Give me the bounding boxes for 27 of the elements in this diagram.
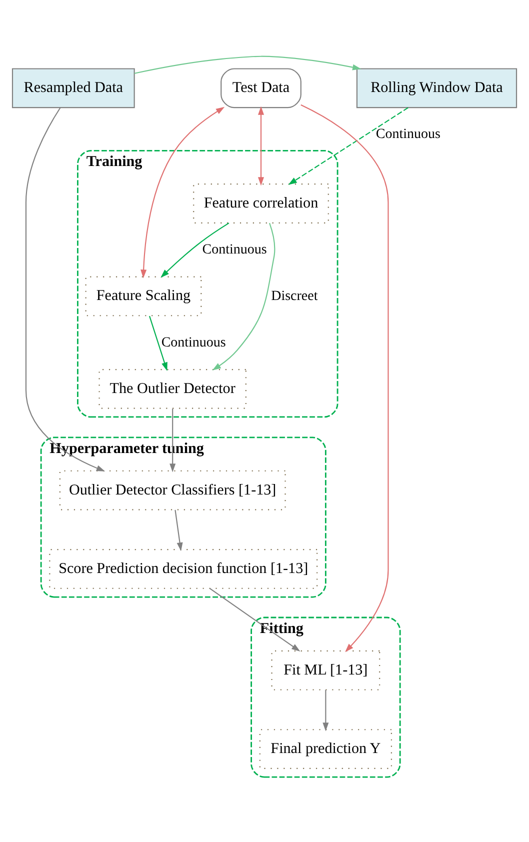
edge-label: Continuous [202,242,267,258]
arrow [25,108,106,472]
edge-label: Continuous [376,127,440,142]
arrow [170,408,176,472]
arrow [140,106,225,278]
node-box: Final prediction Y [259,729,392,769]
node-box: Resampled Data [12,68,135,108]
arrow [134,56,362,74]
arrow [322,690,329,732]
arrow [212,222,276,370]
node-box: Rolling Window Data [356,68,518,108]
arrow [149,316,168,371]
arrow [174,510,183,552]
node-box: Feature correlation [193,184,329,224]
node-box: Feature Scaling [85,276,202,316]
arrow [210,588,300,652]
node-box: Test Data [220,68,302,108]
edge-label: Discreet [271,288,318,304]
node-box: Outlier Detector Classifiers [1-13] [59,470,286,510]
node-box: The Outlier Detector [98,369,246,409]
arrow [288,107,408,185]
node-box: Fit ML [1-13] [271,650,380,690]
arrow [258,106,264,186]
node-box: Score Prediction decision function [1-13] [49,549,318,589]
edge-label: Continuous [161,335,226,350]
arrow [160,222,230,278]
arrow [300,104,389,652]
